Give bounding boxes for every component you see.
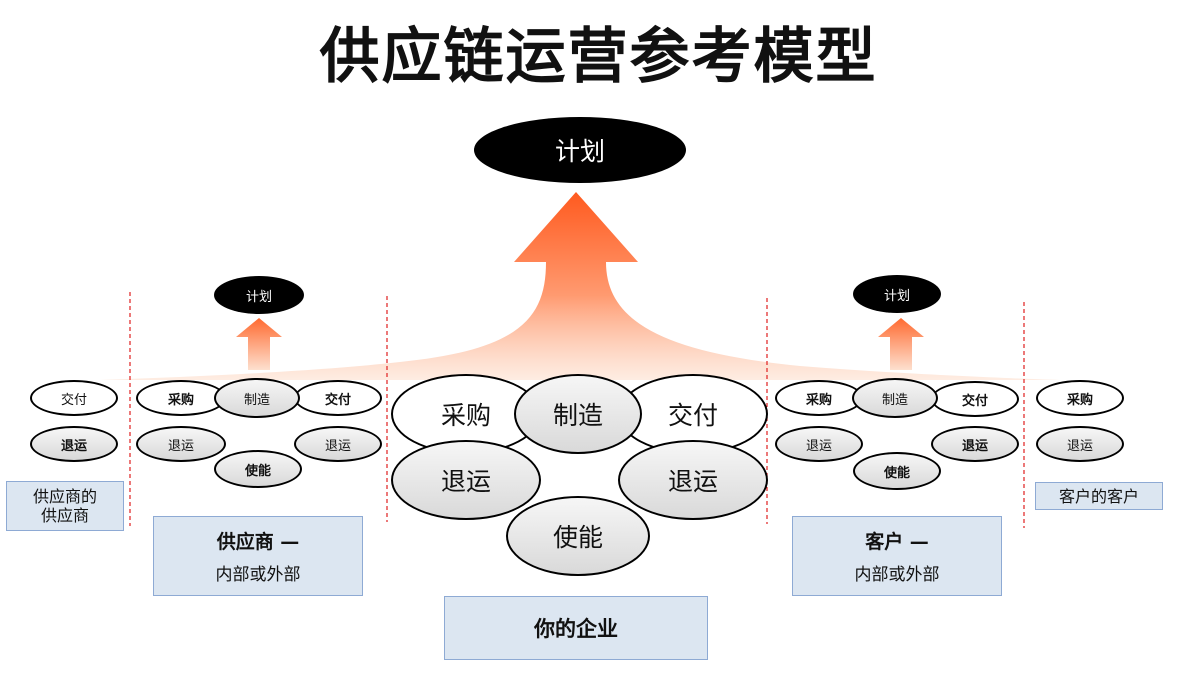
customer-label: 客户 — 内部或外部 <box>792 516 1002 596</box>
supplier-make-node: 制造 <box>214 378 300 418</box>
customers-customer-source-node: 采购 <box>1036 380 1124 416</box>
customer-return-right-node: 退运 <box>931 426 1019 462</box>
supplier-label: 供应商 — 内部或外部 <box>153 516 363 596</box>
supplier-return-right-node: 退运 <box>294 426 382 462</box>
big-arrow <box>100 192 1060 380</box>
customer-enable-node: 使能 <box>853 452 941 490</box>
center-plan-node: 计划 <box>474 117 686 183</box>
page-title: 供应链运营参考模型 <box>319 22 878 92</box>
supplier-label-title: 供应商 — <box>216 531 300 553</box>
supplier-arrow <box>236 318 282 370</box>
supplier-source-node: 采购 <box>136 380 226 416</box>
suppliers-supplier-deliver-node: 交付 <box>30 380 118 416</box>
center-return-right-node: 退运 <box>618 440 768 520</box>
suppliers-supplier-return-node: 退运 <box>30 426 118 462</box>
supplier-return-left-node: 退运 <box>136 426 226 462</box>
customer-deliver-node: 交付 <box>931 381 1019 417</box>
center-enable-node: 使能 <box>506 496 650 576</box>
customers-customer-return-node: 退运 <box>1036 426 1124 462</box>
center-return-left-node: 退运 <box>391 440 541 520</box>
customers-customer-label: 客户的客户 <box>1035 482 1163 510</box>
center-make-node: 制造 <box>514 374 642 454</box>
customer-return-left-node: 退运 <box>775 426 863 462</box>
customers-customer-label-text: 客户的客户 <box>1058 486 1139 506</box>
customer-make-node: 制造 <box>852 378 938 418</box>
enterprise-label: 你的企业 <box>444 596 708 660</box>
customer-label-sub: 内部或外部 <box>854 565 940 585</box>
customer-source-node: 采购 <box>775 380 863 416</box>
supplier-plan-node: 计划 <box>214 276 304 314</box>
supplier-deliver-node: 交付 <box>294 380 382 416</box>
suppliers-supplier-label: 供应商的 供应商 <box>6 481 124 531</box>
customer-arrow <box>878 318 924 370</box>
customer-label-title: 客户 — <box>865 531 929 553</box>
suppliers-supplier-label-text: 供应商的 供应商 <box>32 487 97 525</box>
supplier-enable-node: 使能 <box>214 450 302 488</box>
supplier-label-sub: 内部或外部 <box>215 565 301 585</box>
customer-plan-node: 计划 <box>853 275 941 313</box>
enterprise-label-text: 你的企业 <box>534 617 618 641</box>
